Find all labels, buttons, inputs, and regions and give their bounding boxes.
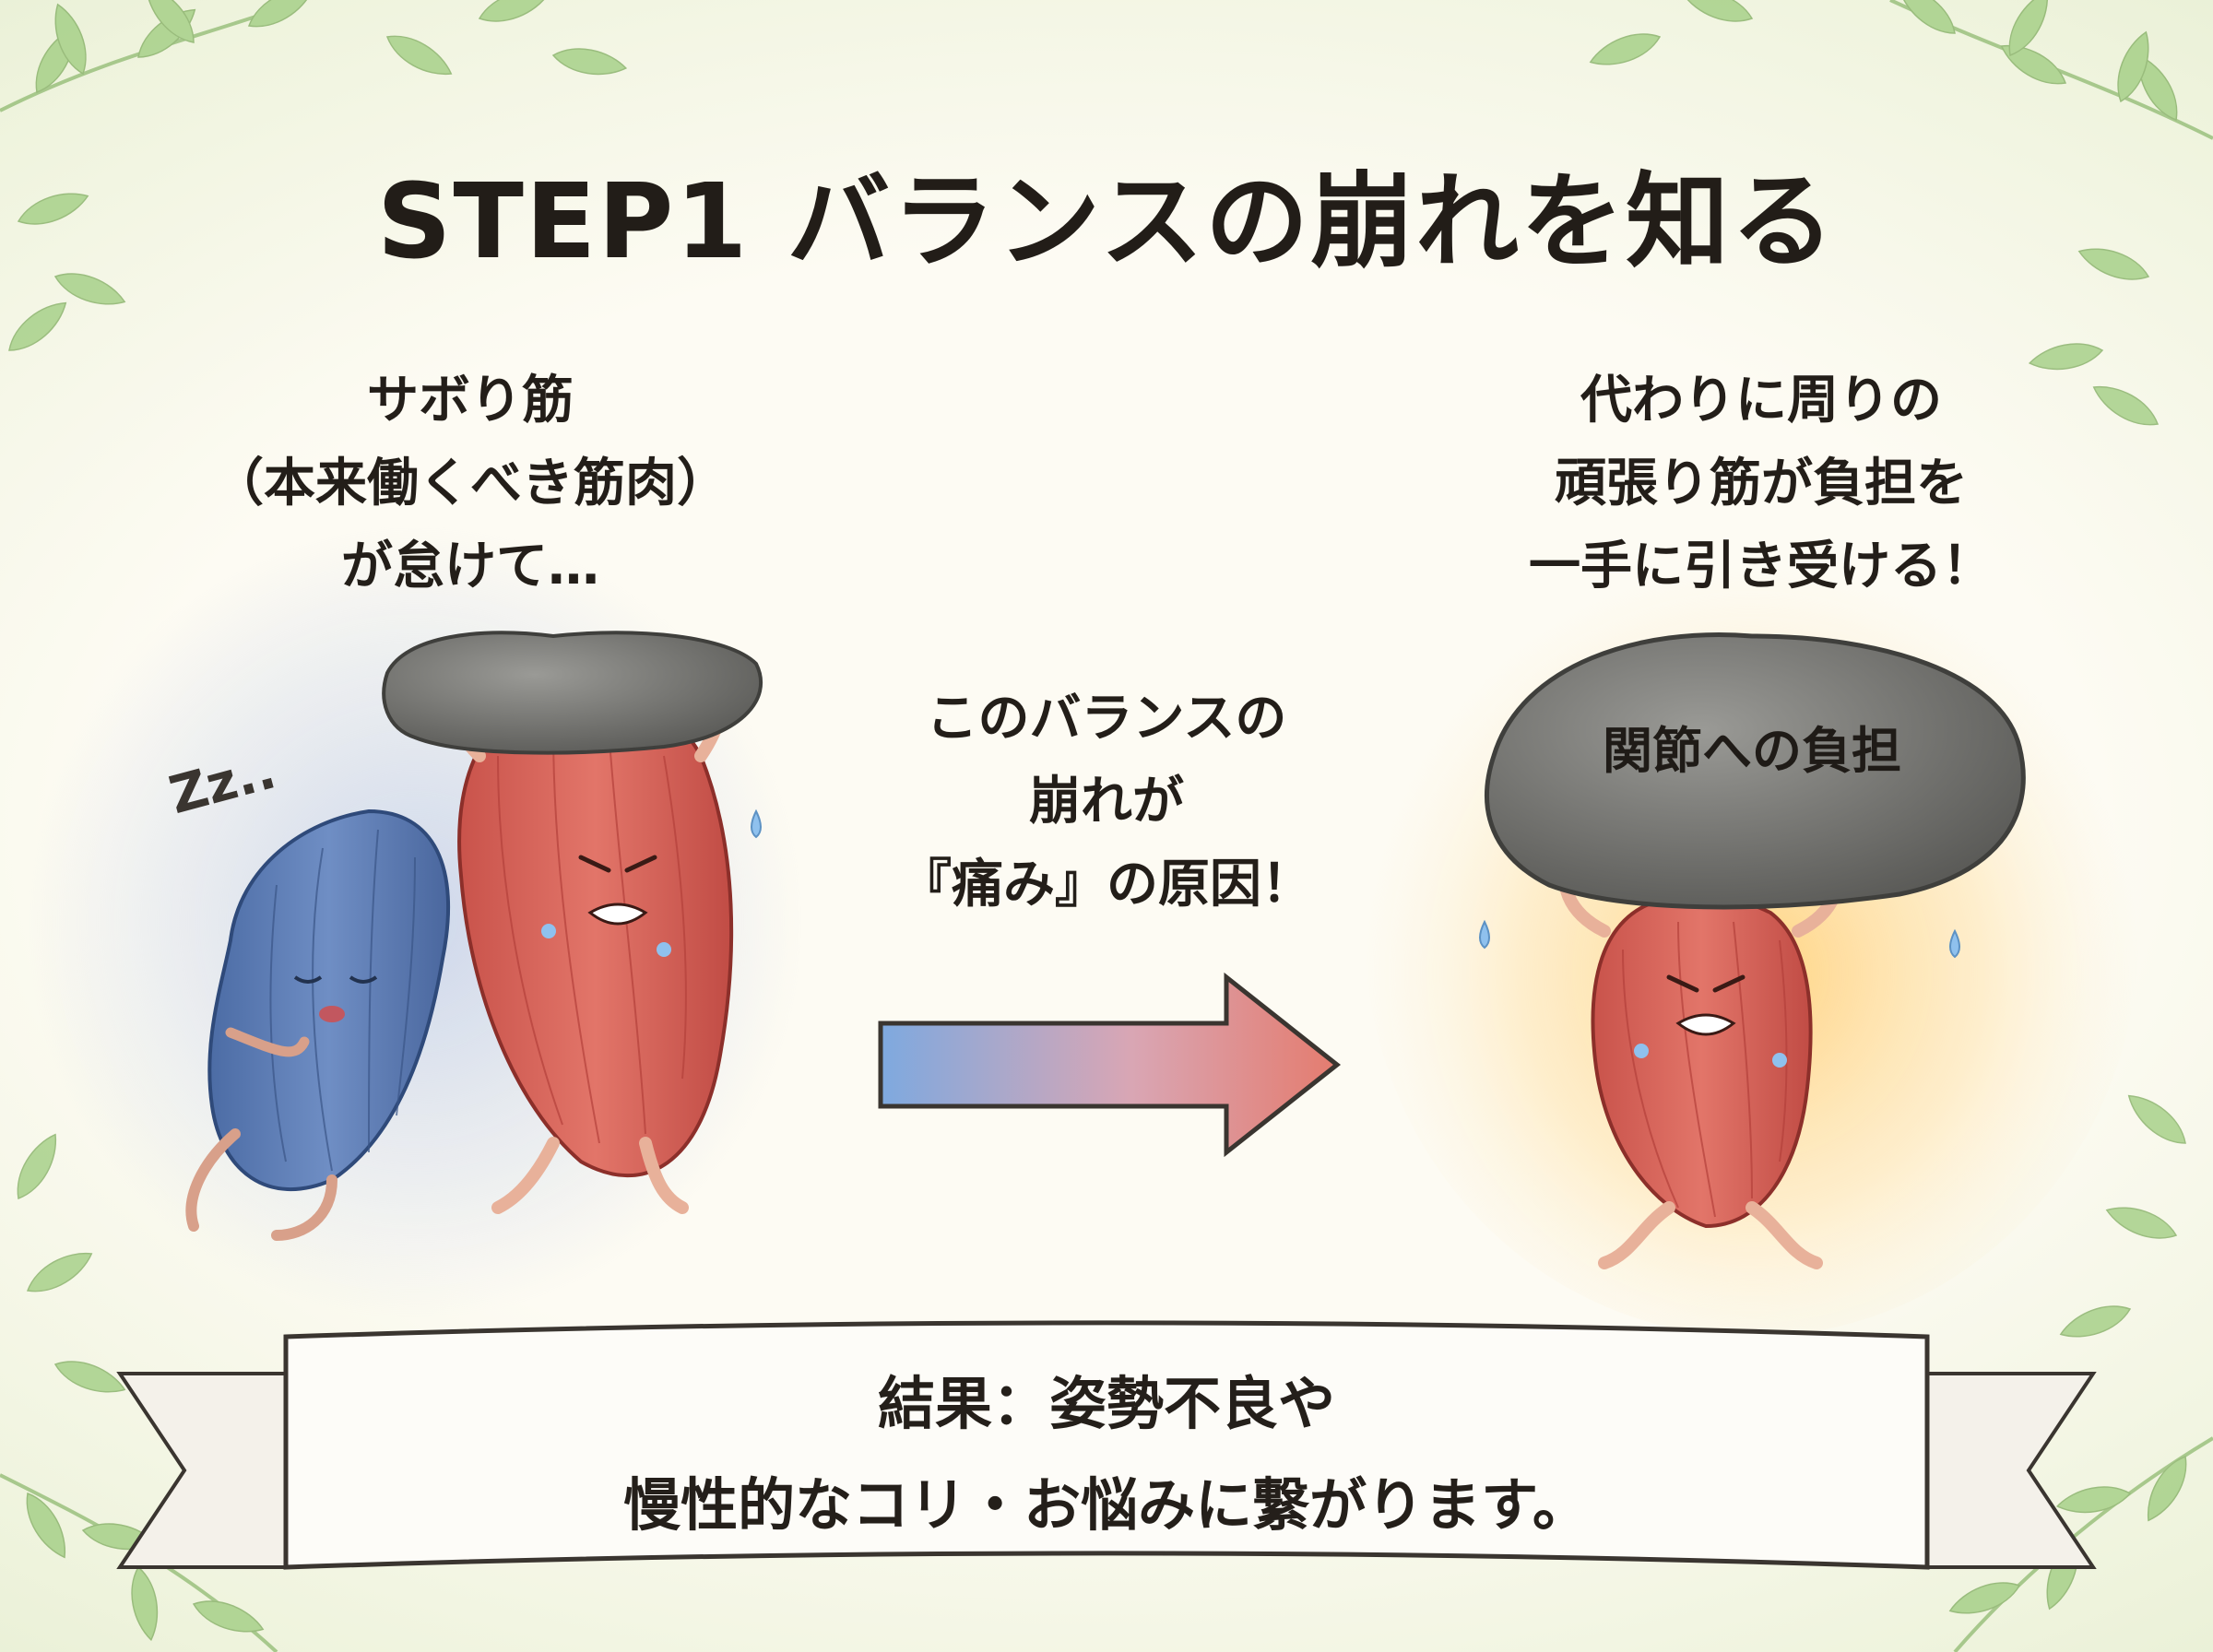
result-text: 結果：姿勢不良や 慢性的なコリ・お悩みに繋がります。	[332, 1353, 1881, 1556]
overworked-muscle-right	[1557, 842, 1845, 1269]
caption-line: このバランスの	[926, 689, 1287, 749]
result-ribbon	[116, 1320, 2097, 1570]
cause-caption: このバランスの 崩れが 『痛み』の原因！	[830, 678, 1383, 926]
joint-load-label: 関節への負担	[1603, 722, 1901, 780]
big-rock	[1485, 632, 2026, 910]
caption-line: 『痛み』の原因！	[900, 855, 1313, 914]
caption-line: 一手に引き受ける！	[1529, 537, 1994, 596]
page-title: STEP1 バランスの崩れを知る	[376, 162, 1837, 282]
caption-line: 崩れが	[1029, 772, 1184, 832]
hard-muscle-caption: 代わりに周りの 頑張り筋が負担を 一手に引き受ける！	[1448, 360, 2075, 608]
caption-line: 代わりに周りの	[1580, 371, 1942, 431]
caption-line: （本来働くべき筋肉）	[212, 454, 728, 513]
result-line: 慢性的なコリ・お悩みに繋がります。	[623, 1471, 1590, 1539]
caption-line: 頑張り筋が負担を	[1555, 454, 1968, 513]
caption-line: が怠けて…	[341, 537, 599, 596]
lazy-muscle-figure	[185, 808, 451, 1241]
cause-arrow	[878, 972, 1342, 1158]
small-rock	[382, 631, 763, 755]
lazy-muscle-caption: サボり筋 （本来働くべき筋肉） が怠けて…	[175, 360, 765, 608]
result-line: 結果：姿勢不良や	[877, 1370, 1335, 1437]
caption-line: サボり筋	[367, 371, 574, 431]
